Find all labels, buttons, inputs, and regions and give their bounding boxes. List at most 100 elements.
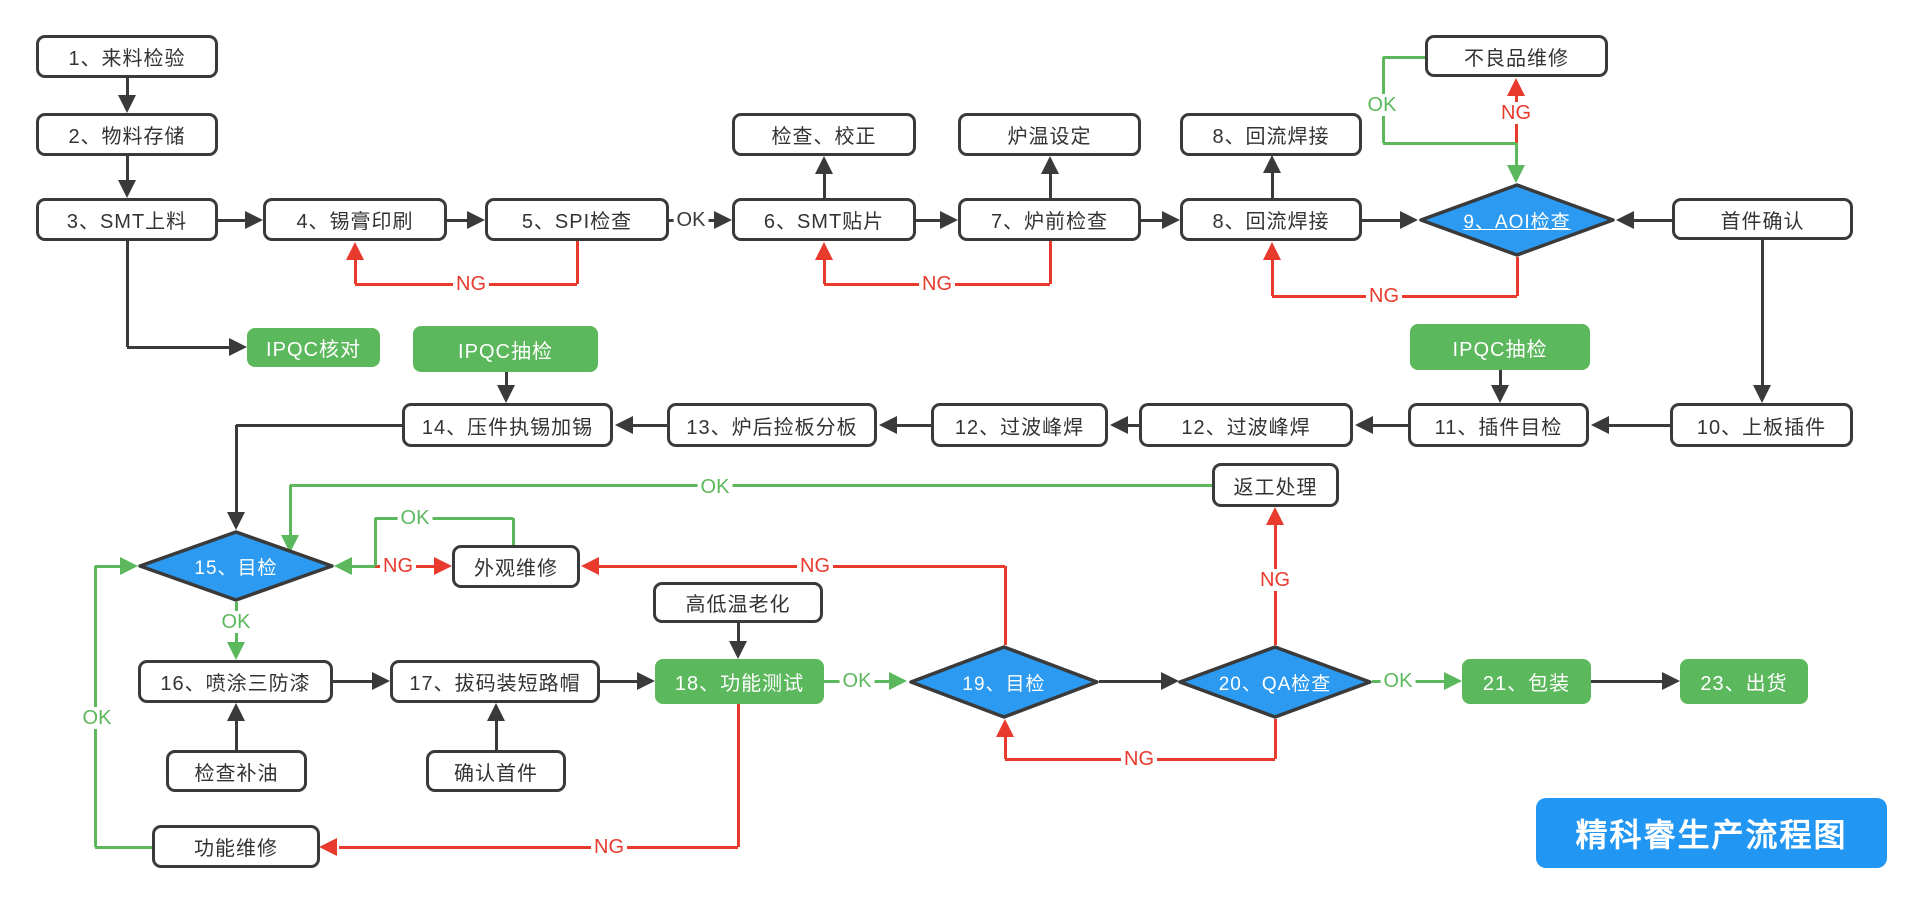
node-defective-repair: 不良品维修 — [1425, 35, 1608, 77]
edge-segment — [1591, 679, 1662, 683]
edge-segment — [1270, 260, 1274, 296]
node-solder-paste-printing: 4、锡膏印刷 — [263, 198, 447, 241]
node-first-article-verify: 确认首件 — [426, 750, 566, 792]
node-material-storage: 2、物料存储 — [36, 113, 218, 156]
arrowhead-left — [1616, 211, 1634, 229]
node-ipqc-check: IPQC核对 — [247, 328, 380, 367]
arrowhead-left — [334, 557, 352, 575]
edge-segment — [1383, 55, 1425, 59]
arrowhead-right — [889, 672, 907, 690]
visual-inspection-19-label: 19、目检 — [962, 673, 1046, 695]
edge-label-ok: OK — [697, 476, 733, 498]
arrowhead-right — [229, 338, 247, 356]
edge-segment — [1514, 143, 1518, 165]
edge-segment — [1270, 173, 1274, 198]
edge-label-ok: OK — [1364, 94, 1400, 116]
edge-segment — [822, 174, 826, 198]
edge-segment — [504, 372, 508, 385]
node-insertion-visual-inspection: 11、插件目检 — [1408, 403, 1589, 447]
edge-segment — [916, 218, 940, 222]
arrowhead-down — [118, 180, 136, 198]
node-reflow-soldering: 8、回流焊接 — [1180, 198, 1362, 241]
edge-segment — [736, 623, 740, 641]
node-packaging: 21、包装 — [1462, 659, 1591, 704]
node-shipping: 23、出货 — [1680, 659, 1808, 704]
diamond-shape — [138, 530, 334, 602]
node-pre-oven-inspection: 7、炉前检查 — [958, 198, 1141, 241]
arrowhead-right — [1162, 211, 1180, 229]
node-conformal-coating: 16、喷涂三防漆 — [138, 660, 333, 703]
edge-segment — [1048, 241, 1052, 284]
edge-label-ok: OK — [839, 670, 875, 692]
node-first-article-confirm: 首件确认 — [1672, 198, 1853, 240]
edge-segment — [125, 241, 129, 347]
arrowhead-right — [1444, 672, 1462, 690]
aoi-inspection-decision-label: 9、AOI检查 — [1463, 211, 1571, 233]
diagram-title: 精科睿生产流程图 — [1536, 798, 1887, 868]
node-ipqc-sampling-1: IPQC抽检 — [413, 326, 598, 372]
arrowhead-down — [118, 95, 136, 113]
node-post-oven-depaneling: 13、炉后捡板分板 — [667, 403, 877, 447]
arrowhead-down — [497, 385, 515, 403]
arrowhead-right — [434, 557, 452, 575]
edge-label-ng: NG — [1366, 285, 1402, 307]
arrowhead-right — [1400, 211, 1418, 229]
arrowhead-down — [227, 642, 245, 660]
edge-segment — [234, 721, 238, 750]
edge-segment — [575, 241, 579, 284]
edge-segment — [447, 218, 467, 222]
node-dip-code-shorting-cap: 17、拔码装短路帽 — [390, 660, 600, 703]
arrowhead-left — [1591, 416, 1609, 434]
edge-label-ng: NG — [380, 555, 416, 577]
node-board-loading-insertion: 10、上板插件 — [1670, 403, 1853, 447]
edge-segment — [375, 516, 513, 520]
arrowhead-left — [581, 557, 599, 575]
edge-segment — [736, 704, 740, 847]
arrowhead-down — [227, 512, 245, 530]
edge-segment — [494, 721, 498, 750]
arrowhead-right — [372, 672, 390, 690]
edge-segment — [352, 564, 375, 568]
arrowhead-up — [815, 242, 833, 260]
edge-segment — [600, 679, 637, 683]
arrowhead-right — [120, 557, 138, 575]
edge-label-ok: OK — [218, 611, 254, 633]
edge-label-ng: NG — [1121, 748, 1157, 770]
edge-segment — [1128, 423, 1139, 427]
arrowhead-up — [346, 242, 364, 260]
edge-segment — [288, 485, 292, 535]
edge-segment — [1760, 240, 1764, 385]
node-rework-handling: 返工处理 — [1212, 463, 1339, 507]
arrowhead-right — [637, 672, 655, 690]
edge-segment — [822, 260, 826, 284]
node-press-part-soldering: 14、压件执锡加锡 — [402, 403, 613, 447]
qa-inspection-label: 20、QA检查 — [1218, 673, 1332, 695]
edge-segment — [353, 260, 357, 284]
edge-segment — [633, 423, 667, 427]
edge-label-ng: NG — [919, 273, 955, 295]
node-wave-soldering-right: 12、过波峰焊 — [1139, 403, 1353, 447]
arrowhead-right — [245, 211, 263, 229]
edge-segment — [1609, 423, 1670, 427]
node-smt-loading: 3、SMT上料 — [36, 198, 218, 241]
arrowhead-down — [1507, 165, 1525, 183]
edge-segment — [1515, 257, 1519, 296]
visual-inspection-15-label: 15、目检 — [194, 557, 278, 579]
edge-segment — [290, 483, 1212, 487]
arrowhead-left — [319, 838, 337, 856]
edge-segment — [339, 845, 738, 849]
edge-segment — [511, 518, 515, 545]
arrowhead-down — [1753, 385, 1771, 403]
arrowhead-up — [815, 156, 833, 174]
edge-segment — [1373, 423, 1408, 427]
edge-segment — [1003, 566, 1007, 645]
arrowhead-right — [940, 211, 958, 229]
node-qa-inspection: 20、QA检查 — [1178, 645, 1372, 719]
node-function-test: 18、功能测试 — [655, 659, 824, 704]
node-reflow-soldering-upper: 8、回流焊接 — [1180, 113, 1362, 156]
edge-label-ng: NG — [797, 555, 833, 577]
edge-segment — [1634, 218, 1672, 222]
node-visual-inspection-15: 15、目检 — [138, 530, 334, 602]
edge-segment — [218, 218, 245, 222]
diamond-shape — [1419, 183, 1615, 257]
